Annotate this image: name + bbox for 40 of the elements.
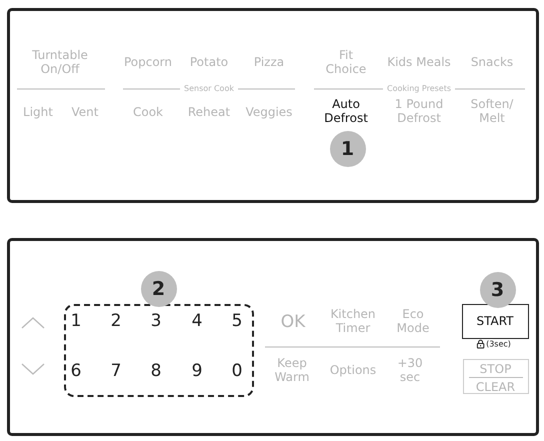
key-label: Light — [22, 105, 54, 119]
number-key: 3 — [150, 314, 162, 328]
key-label: Pizza — [252, 55, 286, 69]
group-label: Cooking Presets — [382, 82, 456, 96]
key-label: Potato — [188, 55, 230, 69]
key-label: Soften/ Melt — [470, 97, 514, 125]
number-key: 5 — [232, 314, 242, 328]
key-label: OK — [280, 315, 306, 329]
number-key: 9 — [192, 364, 202, 378]
keypad-highlight — [64, 304, 254, 396]
key-label: Veggies — [244, 105, 294, 119]
key-label: Popcorn — [122, 55, 174, 69]
lock-duration-note: (3sec) — [476, 340, 511, 348]
number-key: 1 — [70, 314, 82, 328]
number-key: 4 — [192, 314, 202, 328]
number-key: 8 — [150, 364, 162, 378]
key-label: Keep Warm — [274, 356, 310, 384]
stop-clear-button: STOP CLEAR — [462, 358, 528, 394]
number-key: 0 — [232, 364, 242, 378]
key-label: Reheat — [186, 105, 232, 119]
key-label: +30 sec — [396, 356, 424, 384]
key-label: Eco Mode — [396, 307, 430, 335]
control-panel — [7, 8, 539, 203]
key-label: Fit Choice — [324, 48, 368, 76]
key-label: Options — [328, 363, 378, 377]
number-key: 6 — [70, 364, 82, 378]
key-label: Vent — [70, 105, 100, 119]
key-label: Kids Meals — [386, 55, 452, 69]
key-label: 1 Pound Defrost — [394, 97, 444, 125]
callout-number: 1 — [330, 130, 366, 166]
key-label: Cook — [132, 105, 164, 119]
key-label: Turntable On/Off — [31, 48, 89, 76]
callout-number: 2 — [140, 270, 176, 306]
key-label: Kitchen Timer — [329, 307, 377, 335]
callout-number: 3 — [480, 272, 516, 308]
number-key: 2 — [110, 314, 122, 328]
number-key: 7 — [110, 364, 122, 378]
key-label: Snacks — [470, 55, 514, 69]
key-label: Auto Defrost — [323, 97, 369, 125]
control-panel — [7, 238, 539, 436]
